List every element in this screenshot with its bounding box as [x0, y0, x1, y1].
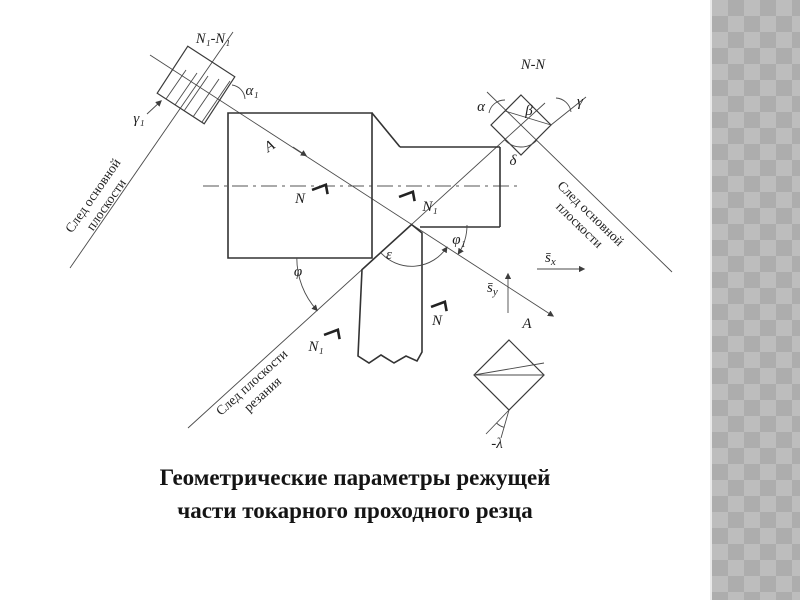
hatch-line: [192, 78, 220, 118]
phi-arc: [296, 257, 318, 312]
sx-sub: x: [550, 256, 556, 268]
caption-line-1: Геометрические параметры режущей: [159, 465, 551, 490]
section-n-inset: [488, 94, 587, 156]
hatch-line: [174, 72, 198, 106]
section-label-n1n1: N₁-N₁: [195, 31, 230, 47]
feed-vector-sx-label: s̄x: [545, 250, 556, 268]
view-a-label-bottom: A: [521, 316, 532, 332]
gamma-arc: [555, 97, 572, 113]
lambda-leg-2: [500, 409, 510, 439]
section-mark-n-top: [311, 183, 329, 195]
sidebar-diamond-pattern: [710, 0, 800, 600]
workpiece-body: [227, 112, 373, 259]
view-a-arrow: [292, 146, 308, 157]
angle-alpha: α: [477, 99, 486, 115]
section-n-face-line: [504, 110, 552, 126]
basic-plane-trace-right-line: [486, 91, 673, 273]
mark-n1-bottom: N₁: [307, 339, 323, 355]
front-face-extension: [550, 96, 587, 126]
section-label-nn: N-N: [520, 57, 547, 73]
alpha-arc: [488, 99, 506, 114]
sy-base: s̄: [487, 280, 493, 296]
feed-vector-sy-label: s̄y: [487, 280, 498, 298]
view-a-inset: [473, 339, 545, 439]
angle-gamma: γ: [577, 94, 584, 110]
lambda-arc: [496, 422, 505, 428]
hatch-line: [183, 75, 209, 112]
angle-beta: β: [524, 103, 533, 119]
basic-plane-trace-left-line: [69, 31, 234, 269]
phi1-arc: [457, 224, 468, 255]
alpha1-arc: [231, 84, 246, 100]
epsilon-arc: [380, 246, 448, 267]
lambda-leg-1: [485, 409, 510, 435]
mark-n1-top: N₁: [421, 199, 437, 215]
delta-arc: [504, 139, 538, 148]
sy-sub: y: [492, 286, 498, 298]
angle-phi1: φ₁: [452, 232, 466, 248]
hatch-line: [201, 80, 231, 123]
section-mark-n1-bottom: [323, 328, 341, 340]
gamma1-pointer: [146, 100, 162, 115]
angle-gamma1: γ₁: [133, 111, 144, 127]
view-a-label-top: A: [261, 137, 279, 156]
basic-plane-label-left: След основной плоскости: [62, 156, 129, 236]
view-a-edge-line: [473, 362, 545, 376]
tool-body: [357, 223, 423, 364]
mark-n-top: N: [294, 191, 306, 207]
section-mark-n-bottom: [430, 300, 448, 312]
section-n1-outline: [156, 45, 236, 125]
angle-phi: φ: [294, 264, 302, 280]
hatch-line: [165, 69, 187, 100]
section-mark-n1-top: [398, 190, 416, 202]
caption-line-2: части токарного проходного резца: [177, 498, 533, 523]
angle-delta: δ: [510, 153, 518, 169]
section-n1-inset: [146, 45, 246, 125]
angle-epsilon: ε: [386, 247, 392, 263]
caption: Геометрические параметры режущей части т…: [30, 461, 680, 527]
angle-alpha1: α₁: [245, 83, 258, 99]
sx-base: s̄: [545, 250, 551, 266]
basic-plane-label-right: След основной плоскости: [553, 178, 627, 251]
section-n-outline: [490, 94, 552, 156]
angle-lambda: -λ: [491, 436, 503, 452]
workpiece-chamfer: [371, 112, 401, 148]
diagram-svg: N₁-N₁ N-N γ₁ α₁ α β γ δ φ ε φ₁ -λ A A N …: [62, 31, 673, 452]
cutting-plane-label: След плоскости резания: [213, 346, 290, 418]
mark-n-bottom: N: [431, 313, 443, 329]
